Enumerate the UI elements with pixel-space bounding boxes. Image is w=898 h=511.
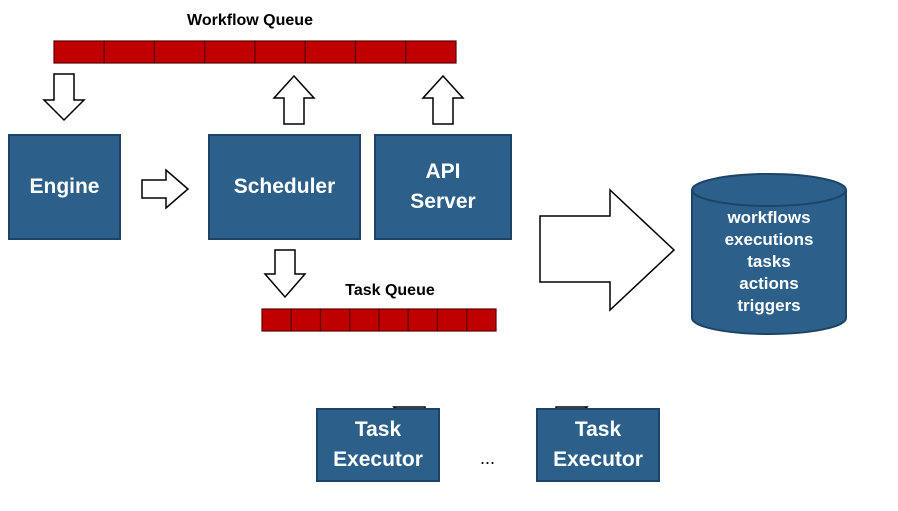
task-executor-2-label-line2: Executor	[553, 448, 643, 471]
workflow-queue-slot	[53, 40, 105, 64]
task-executor-1-box: Task Executor	[316, 408, 440, 482]
task-queue-slot	[378, 308, 409, 332]
api-server-label-line2: Server	[410, 190, 476, 213]
task-queue-slot	[466, 308, 497, 332]
workflow-queue-slot	[354, 40, 407, 64]
arrow-scheduler-to-taskqueue	[263, 249, 307, 299]
workflow-queue-label: Workflow Queue	[187, 12, 313, 29]
task-queue-slot	[436, 308, 468, 332]
engine-label: Engine	[29, 175, 100, 198]
engine-box: Engine	[8, 134, 121, 240]
database-cylinder	[691, 173, 847, 335]
workflow-queue-slot	[103, 40, 156, 64]
task-queue-slot	[319, 308, 351, 332]
scheduler-label: Scheduler	[233, 175, 336, 198]
workflow-queue	[53, 40, 457, 64]
arrow-queue-to-engine	[42, 73, 86, 122]
arrow-scheduler-to-queue	[272, 74, 316, 125]
task-queue-slot	[349, 308, 380, 332]
task-executor-2-label-line1: Task	[574, 418, 622, 441]
scheduler-box: Scheduler	[208, 134, 361, 240]
task-executor-1-label-line2: Executor	[333, 448, 423, 471]
database-contents: workflows executions tasks actions trigg…	[699, 207, 839, 317]
db-item-workflows: workflows	[727, 208, 811, 227]
task-queue-slot	[290, 308, 322, 332]
task-queue	[261, 308, 497, 332]
db-item-tasks: tasks	[747, 252, 791, 271]
arrow-api-to-queue	[421, 74, 465, 125]
workflow-queue-slot	[405, 40, 457, 64]
workflow-queue-slot	[204, 40, 256, 64]
task-queue-slot	[407, 308, 439, 332]
task-queue-slot	[261, 308, 292, 332]
arrow-to-database	[539, 188, 676, 312]
executor-ellipsis: ...	[480, 448, 496, 468]
db-item-executions: executions	[724, 230, 814, 249]
api-server-label-line1: API	[425, 160, 461, 183]
task-queue-label: Task Queue	[345, 282, 435, 299]
api-server-box: API Server	[374, 134, 512, 240]
workflow-queue-slot	[254, 40, 306, 64]
db-item-triggers: triggers	[737, 296, 801, 315]
workflow-queue-slot	[153, 40, 206, 64]
task-executor-1-label-line1: Task	[354, 418, 402, 441]
db-item-actions: actions	[739, 274, 799, 293]
task-executor-2-box: Task Executor	[536, 408, 660, 482]
arrow-engine-to-scheduler	[141, 168, 190, 210]
workflow-queue-slot	[304, 40, 357, 64]
